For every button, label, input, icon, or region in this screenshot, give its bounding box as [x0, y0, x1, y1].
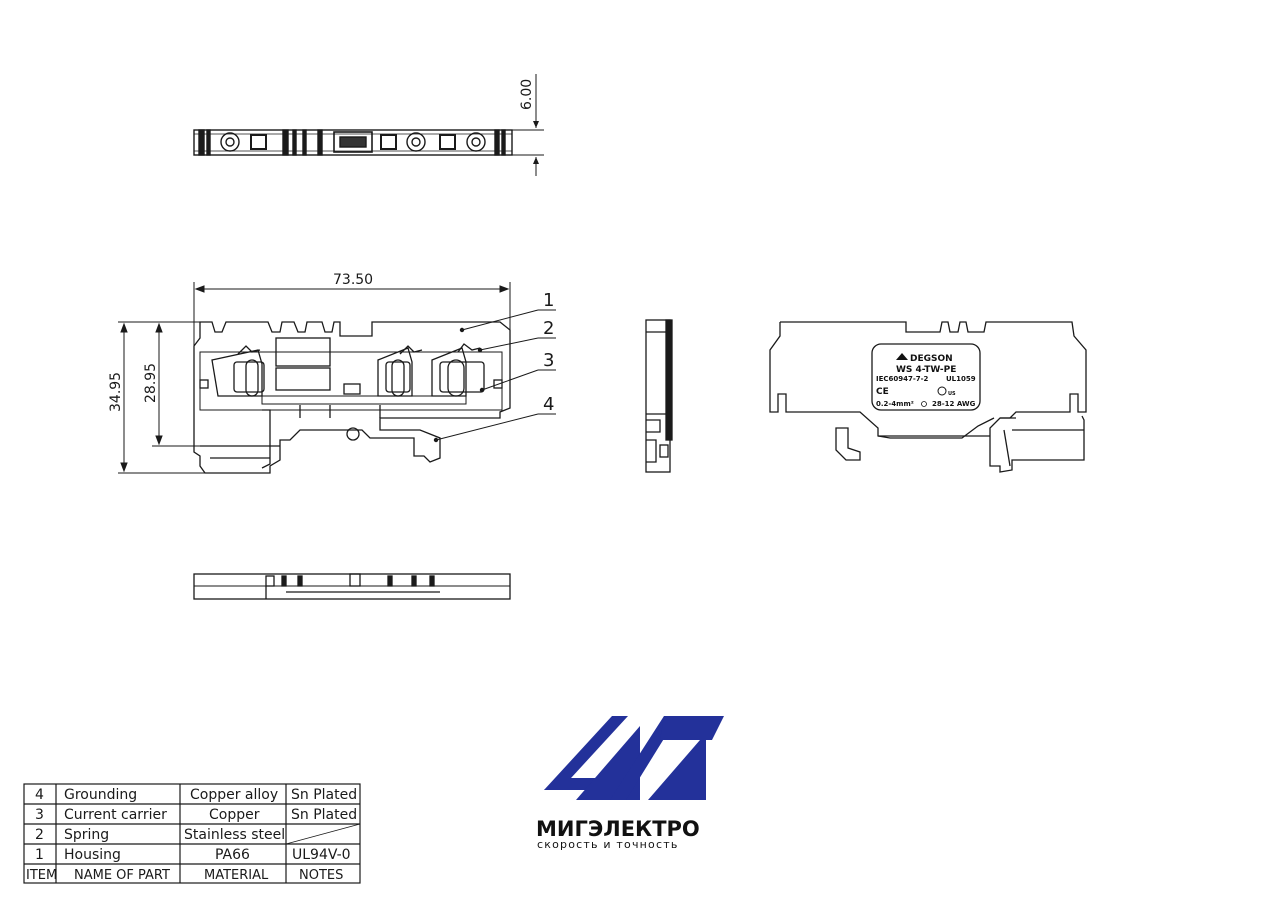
- label-range-awg: 28-12 AWG: [932, 400, 976, 408]
- table-row-3-material: Copper: [209, 807, 260, 823]
- label-ce: CE: [876, 387, 889, 397]
- logo-name: МИГЭЛЕКТРО: [536, 817, 700, 841]
- degson-logo-icon: [896, 353, 908, 360]
- table-row-3-notes: Sn Plated: [291, 807, 357, 823]
- logo-tagline: скорость и точность: [537, 838, 679, 851]
- length-dimension: [193, 282, 511, 348]
- table-row-2-material: Stainless steel: [184, 827, 285, 843]
- table-row-2-item: 2: [35, 827, 44, 843]
- top-view: [193, 129, 513, 156]
- rear-view: [769, 321, 1087, 473]
- bottom-view: [193, 573, 511, 600]
- parts-table: [23, 783, 361, 884]
- length-label: 73.50: [333, 272, 373, 288]
- table-row-1-notes: UL94V-0: [292, 847, 351, 863]
- height-rail-label: 28.95: [143, 363, 159, 403]
- table-row-4-name: Grounding: [64, 787, 137, 803]
- table-row-1-material: PA66: [215, 847, 250, 863]
- thickness-dimension: [512, 74, 544, 176]
- front-view: [193, 321, 511, 474]
- label-range-mm: 0.2-4mm²: [876, 400, 914, 408]
- ul-recognized-icon: [937, 386, 947, 396]
- logo-mark-icon: [544, 716, 724, 800]
- height-total-label: 34.95: [108, 372, 124, 412]
- label-brand: DEGSON: [910, 354, 953, 364]
- thickness-label: 6.00: [519, 79, 535, 110]
- label-model: WS 4-TW-PE: [896, 365, 956, 375]
- label-plate: DEGSON WS 4-TW-PE IEC60947-7-2 UL1059 CE…: [876, 353, 976, 408]
- callout-4: 4: [543, 394, 554, 415]
- ground-symbol-icon: [921, 401, 927, 407]
- table-row-4-notes: Sn Plated: [291, 787, 357, 803]
- side-view: [645, 319, 673, 473]
- table-row-3-name: Current carrier: [64, 807, 167, 823]
- table-header-item: ITEM: [26, 868, 57, 883]
- table-row-4-material: Copper alloy: [190, 787, 278, 803]
- callout-2: 2: [543, 318, 554, 339]
- label-cert: US: [948, 391, 956, 397]
- callout-3: 3: [543, 350, 554, 371]
- callout-leaders: [435, 309, 556, 441]
- callout-1: 1: [543, 290, 554, 311]
- label-standard: IEC60947-7-2: [876, 375, 929, 383]
- table-header-name: NAME OF PART: [74, 868, 170, 883]
- label-ul: UL1059: [946, 375, 976, 383]
- table-header-notes: NOTES: [299, 868, 343, 883]
- table-header-material: MATERIAL: [204, 868, 269, 883]
- table-row-1-name: Housing: [64, 847, 121, 863]
- table-row-4-item: 4: [35, 787, 44, 803]
- table-row-1-item: 1: [35, 847, 44, 863]
- table-row-3-item: 3: [35, 807, 44, 823]
- table-row-2-name: Spring: [64, 827, 109, 843]
